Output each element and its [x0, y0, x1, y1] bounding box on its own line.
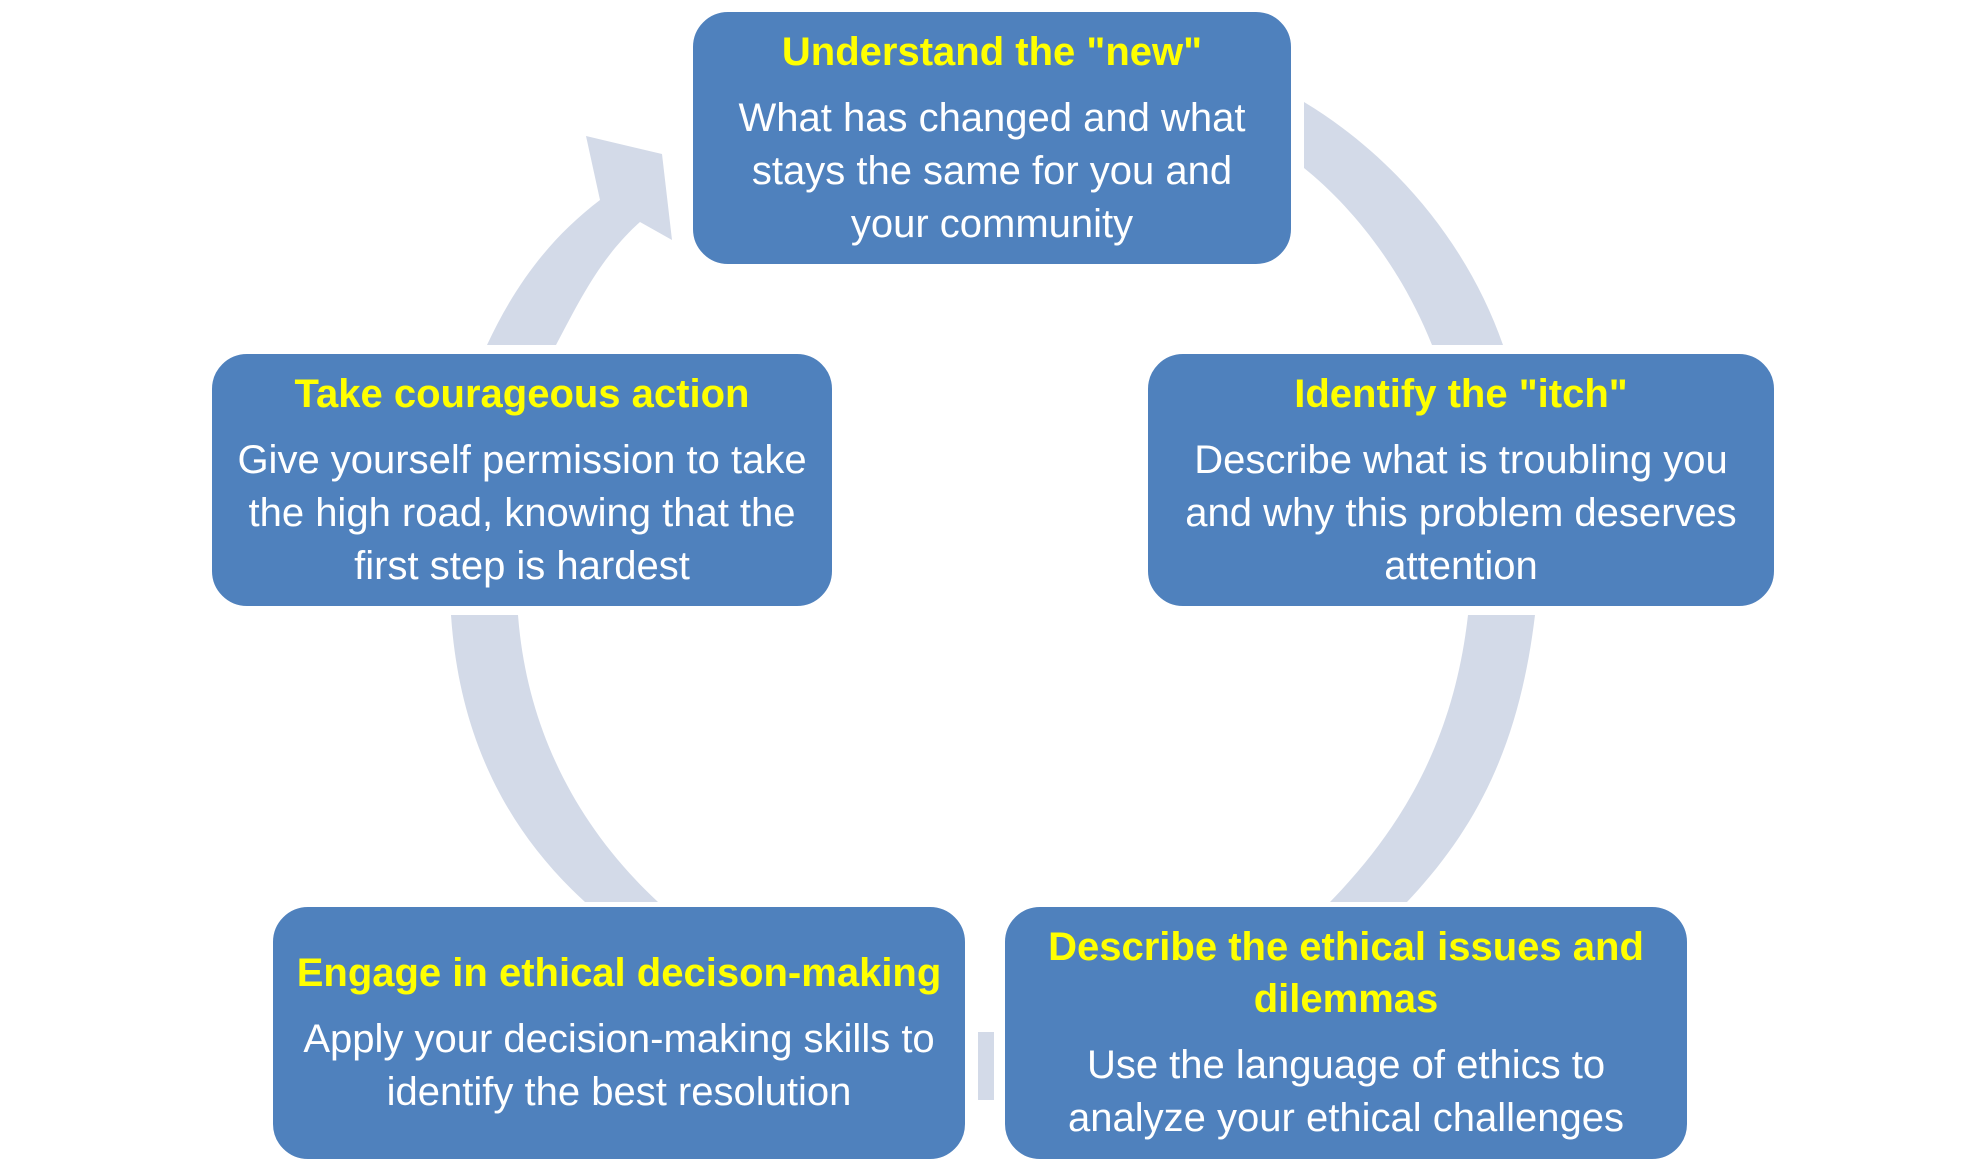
arc-step4-to-step5 — [451, 615, 658, 902]
cycle-step-identify-itch: Identify the "itch" Describe what is tro… — [1145, 351, 1777, 609]
step-title: Engage in ethical decison-making — [296, 951, 942, 995]
cycle-step-engage-decision-making: Engage in ethical decison-making Apply y… — [270, 904, 968, 1162]
step-description: What has changed and what stays the same… — [738, 95, 1246, 246]
step-title: Understand the "new" — [781, 29, 1203, 74]
arc-step2-to-step3 — [1330, 615, 1535, 902]
step-title: Describe the ethical issues and dilemmas — [1048, 925, 1644, 1021]
step-description: Apply your decision-making skills to ide… — [303, 1017, 935, 1114]
step-description: Give yourself permission to take the hig… — [237, 437, 807, 588]
cycle-step-take-action: Take courageous action Give yourself per… — [209, 351, 835, 609]
step-title: Identify the "itch" — [1294, 371, 1628, 416]
arc-step3-to-step4 — [978, 1032, 994, 1100]
step-title: Take courageous action — [294, 371, 750, 416]
cycle-step-describe-issues: Describe the ethical issues and dilemmas… — [1002, 904, 1690, 1162]
cycle-step-understand-new: Understand the "new" What has changed an… — [690, 9, 1294, 267]
arc-step1-to-step2 — [1304, 102, 1503, 345]
step-description: Use the language of ethics to analyze yo… — [1068, 1043, 1624, 1140]
arc-step5-to-step1 — [487, 136, 672, 345]
step-description: Describe what is troubling you and why t… — [1185, 437, 1737, 588]
